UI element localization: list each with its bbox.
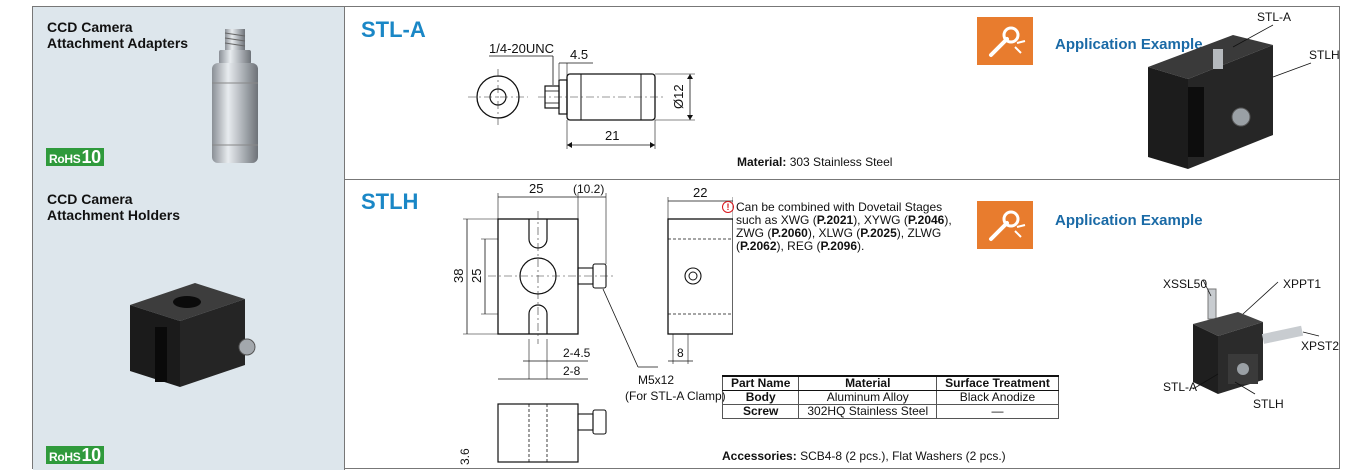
table-cell: Aluminum Alloy bbox=[798, 390, 938, 405]
page-ref: P.2025 bbox=[860, 226, 897, 240]
column-header: Material bbox=[798, 375, 938, 391]
callout-xssl50: XSSL50 bbox=[1163, 277, 1207, 291]
model-name: STLH bbox=[361, 189, 419, 214]
stl-a-drawing: 1/4-20UNC 4.5 Ø12 21 bbox=[468, 41, 695, 149]
note-text: ), XYWG ( bbox=[853, 213, 908, 227]
spec-table: Part Name Material Surface Treatment Bod… bbox=[721, 375, 1059, 419]
rohs-number: 10 bbox=[81, 147, 101, 167]
rohs-number: 10 bbox=[81, 445, 101, 465]
dim-3-6: 3.6 bbox=[458, 448, 472, 465]
wrench-icon bbox=[989, 26, 1026, 57]
dim-25-height: 25 bbox=[469, 269, 484, 283]
wrench-icon bbox=[989, 210, 1026, 241]
dim-2-4-5: 2-4.5 bbox=[563, 346, 591, 360]
note-text: ), ZWG ( bbox=[736, 213, 952, 240]
table-cell: — bbox=[936, 404, 1059, 419]
stlh-drawing: 25 (10.2) 38 25 2-4.5 2-8 M5x12 (For STL… bbox=[451, 181, 733, 465]
material-label: Material: bbox=[737, 155, 787, 169]
dim-10-2: (10.2) bbox=[573, 182, 604, 196]
callout-stlh: STLH bbox=[1253, 397, 1284, 411]
note-text: ), REG ( bbox=[776, 239, 821, 253]
accessories-line: Accessories: SCB4-8 (2 pcs.), Flat Washe… bbox=[722, 449, 1006, 463]
page-ref: P.2062 bbox=[740, 239, 777, 253]
material-value: 303 Stainless Steel bbox=[789, 155, 893, 169]
note-text: ), XLWG ( bbox=[807, 226, 861, 240]
application-photo: STL-A STLH bbox=[1148, 10, 1339, 169]
product-row-stlh: CCD Camera Attachment Holders RoHS10 STL… bbox=[33, 179, 1339, 470]
table-cell: Black Anodize bbox=[936, 390, 1059, 405]
note-text: Can be combined with Dovetail Stages suc… bbox=[736, 200, 943, 227]
application-label: Application Example bbox=[1055, 36, 1203, 53]
compat-note-text: Can be combined with Dovetail Stages suc… bbox=[722, 201, 962, 253]
holder-photo bbox=[130, 283, 256, 387]
dim-25-width: 25 bbox=[529, 181, 543, 196]
page-ref: P.2060 bbox=[771, 226, 808, 240]
application-icon bbox=[977, 201, 1033, 249]
column-header: Part Name bbox=[721, 375, 800, 391]
accessories-value: SCB4-8 (2 pcs.), Flat Washers (2 pcs.) bbox=[800, 449, 1006, 463]
application-icon bbox=[977, 17, 1033, 65]
table-row: Screw 302HQ Stainless Steel — bbox=[721, 404, 1059, 419]
application-photo-stage: XSSL50 XPPT1 XPST2 STL-A STLH bbox=[1163, 277, 1339, 411]
column-header: Surface Treatment bbox=[936, 375, 1059, 391]
table-cell: Body bbox=[721, 390, 800, 405]
note-text: ). bbox=[857, 239, 865, 253]
dim-m5x12: M5x12 bbox=[638, 373, 674, 387]
category-title: CCD Camera Attachment Adapters bbox=[47, 19, 189, 51]
material-line: Material: 303 Stainless Steel bbox=[737, 155, 892, 169]
rohs-label: RoHS bbox=[49, 450, 81, 464]
dim-4-5: 4.5 bbox=[570, 47, 588, 62]
category-title: CCD Camera Attachment Holders bbox=[47, 191, 181, 223]
adapter-photo bbox=[212, 29, 258, 163]
category-panel: CCD Camera Attachment Adapters bbox=[33, 7, 345, 179]
category-panel: CCD Camera Attachment Holders RoHS10 bbox=[33, 179, 345, 470]
accessories-label: Accessories: bbox=[722, 449, 797, 463]
caution-icon: ! bbox=[722, 201, 734, 213]
product-table: CCD Camera Attachment Adapters bbox=[32, 6, 1340, 470]
callout-xpst2: XPST2 bbox=[1301, 339, 1339, 353]
product-row-stl-a: CCD Camera Attachment Adapters bbox=[33, 7, 1339, 180]
dim-38: 38 bbox=[451, 269, 466, 283]
callout-stl-a: STL-A bbox=[1257, 10, 1291, 24]
callout-stlh: STLH bbox=[1309, 48, 1339, 62]
dim-dia-12: Ø12 bbox=[671, 84, 686, 109]
rohs-badge: RoHS10 bbox=[46, 446, 104, 464]
table-header: Part Name Material Surface Treatment bbox=[721, 375, 1059, 391]
rohs-label: RoHS bbox=[49, 152, 81, 166]
application-label: Application Example bbox=[1055, 212, 1203, 229]
table-row: Body Aluminum Alloy Black Anodize bbox=[721, 390, 1059, 405]
rohs-badge: RoHS10 bbox=[46, 148, 104, 166]
table-cell: 302HQ Stainless Steel bbox=[798, 404, 938, 419]
note-text: ), ZLWG ( bbox=[736, 226, 942, 253]
page-ref: P.2021 bbox=[816, 213, 854, 227]
table-cell: Screw bbox=[721, 404, 800, 419]
callout-xppt1: XPPT1 bbox=[1283, 277, 1321, 291]
callout-stl-a: STL-A bbox=[1163, 380, 1197, 394]
dim-2-8: 2-8 bbox=[563, 364, 581, 378]
page-ref: P.2046 bbox=[907, 213, 945, 227]
model-name: STL-A bbox=[361, 17, 426, 42]
dim-22: 22 bbox=[693, 185, 707, 200]
screw-note: (For STL-A Clamp) bbox=[625, 389, 726, 403]
compat-note: ! Can be combined with Dovetail Stages s… bbox=[722, 201, 962, 253]
dim-21: 21 bbox=[605, 128, 619, 143]
thread-label: 1/4-20UNC bbox=[489, 41, 554, 56]
page-ref: P.2096 bbox=[820, 239, 858, 253]
dim-8: 8 bbox=[677, 346, 684, 360]
